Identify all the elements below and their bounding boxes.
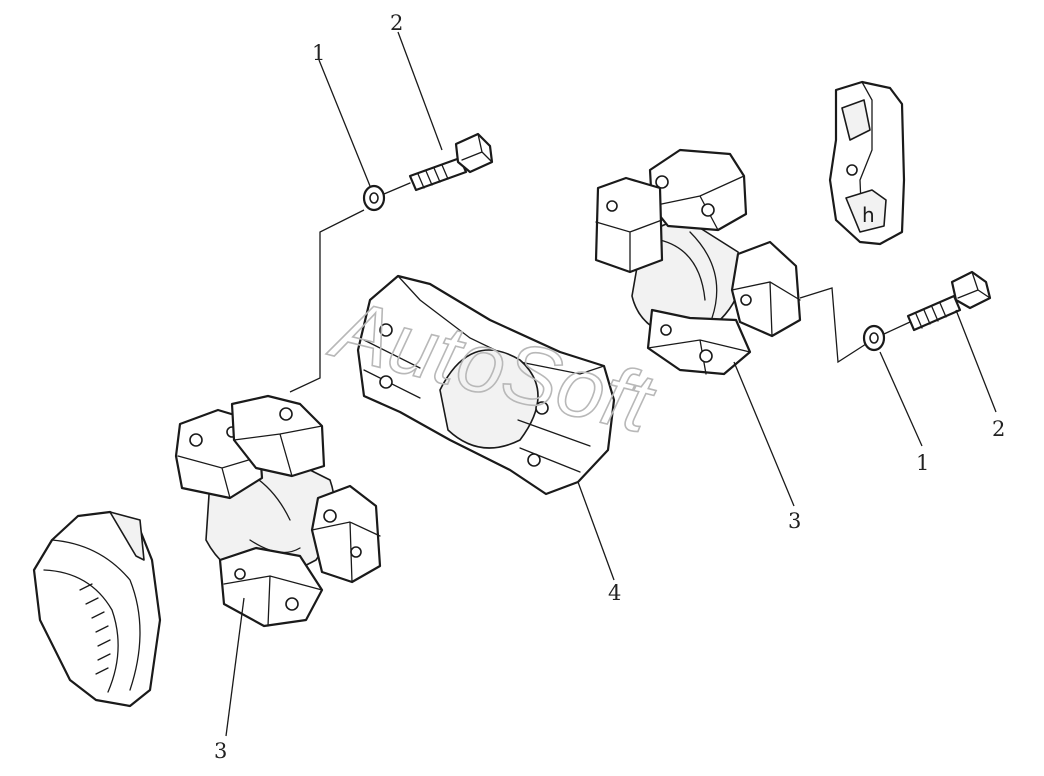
svg-text:h: h <box>862 203 875 227</box>
lock-washer-right <box>862 324 886 352</box>
callout-washer-top: 1 <box>312 41 325 65</box>
leader-centerline-left <box>289 209 365 393</box>
center-yoke <box>356 274 616 496</box>
universal-joint-spider-left <box>174 394 382 628</box>
bolt-top <box>383 132 494 195</box>
callout-spider-left: 3 <box>214 739 227 763</box>
leader-washer-top <box>318 59 371 187</box>
leader-bolt-right <box>955 309 997 413</box>
leader-spider-right <box>733 361 795 507</box>
leader-washer-right <box>879 351 923 447</box>
callout-bolt-right: 2 <box>992 417 1005 441</box>
callout-labels: 1 2 3 4 3 1 2 <box>214 11 1005 763</box>
callout-yoke-center: 4 <box>608 581 621 605</box>
leader-lines <box>225 31 997 737</box>
universal-joint-spider-right <box>594 148 802 376</box>
lock-washer-top <box>362 184 386 212</box>
callout-bolt-top: 2 <box>390 11 403 35</box>
leader-centerline-right <box>799 287 867 364</box>
callout-spider-right: 3 <box>788 509 801 533</box>
bolt-right <box>883 270 992 335</box>
bracket-fragment: h <box>828 80 906 246</box>
leader-spider-left <box>225 597 245 737</box>
leader-yoke <box>577 481 615 581</box>
callout-washer-right: 1 <box>916 451 929 475</box>
splined-flange-fragment <box>32 510 162 708</box>
leader-bolt-top <box>397 31 443 151</box>
